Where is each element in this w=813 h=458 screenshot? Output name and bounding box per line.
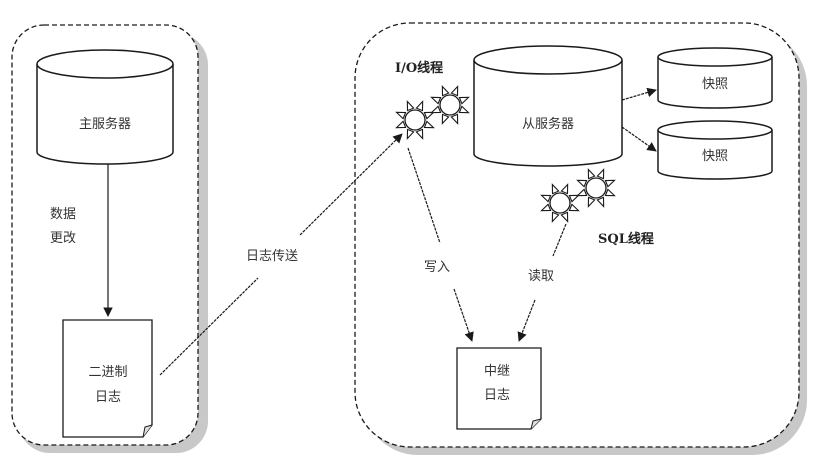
gear-ray	[441, 113, 450, 125]
data-change-label-line2: 更改	[50, 231, 76, 246]
snapshot-1[interactable]: 快照	[657, 47, 773, 109]
gear-ray	[604, 188, 616, 197]
gear-ray	[415, 128, 424, 140]
gear-ray	[576, 179, 588, 188]
master-server[interactable]: 主服务器	[36, 49, 174, 165]
gear-ray	[423, 120, 435, 129]
gear-ray	[587, 168, 596, 180]
slave-server[interactable]: 从服务器	[473, 45, 623, 167]
gear-core	[404, 109, 426, 131]
sql-thread-gears[interactable]	[540, 168, 616, 223]
snapshot-2[interactable]: 快照	[657, 120, 773, 180]
gear-ray	[458, 96, 470, 105]
sql-gear-icon-1	[540, 183, 580, 223]
relay-log[interactable]: 中继 日志	[456, 347, 542, 430]
snapshot-2-label: 快照	[702, 149, 728, 164]
gear-ray	[441, 85, 450, 97]
sql-thread-label: SQL线程	[598, 231, 654, 247]
gear-ray	[604, 179, 616, 188]
sql-gear-icon-2	[576, 168, 616, 208]
snapshot-2-arrow	[621, 126, 657, 152]
gear-ray	[551, 211, 560, 223]
read-label: 读取	[528, 269, 554, 284]
gear-ray	[415, 100, 424, 112]
gear-ray	[458, 105, 470, 114]
binary-log[interactable]: 二进制 日志	[62, 319, 153, 438]
gear-ray	[430, 105, 442, 114]
binary-log-label-line1: 二进制	[88, 365, 127, 380]
write-arrow	[407, 147, 474, 342]
snapshot-1-label: 快照	[702, 77, 728, 92]
snapshot-1-arrow	[621, 87, 657, 101]
io-gear-icon-2	[430, 85, 470, 125]
io-thread-gears[interactable]	[395, 85, 470, 140]
gear-ray	[587, 196, 596, 208]
master-server-label: 主服务器	[79, 116, 131, 132]
gear-ray	[395, 111, 407, 120]
gear-ray	[568, 203, 580, 212]
slave-server-label: 从服务器	[522, 116, 574, 132]
gear-ray	[540, 203, 552, 212]
write-label: 写入	[424, 260, 450, 275]
io-thread-label: I/O线程	[395, 60, 443, 76]
gear-core	[585, 177, 607, 199]
gear-ray	[450, 85, 459, 97]
gear-ray	[430, 96, 442, 105]
log-shipping-label: 日志传送	[246, 249, 298, 264]
gear-ray	[406, 100, 415, 112]
gear-ray	[560, 211, 569, 223]
gear-ray	[596, 168, 605, 180]
gear-ray	[551, 183, 560, 195]
io-gear-icon-1	[395, 100, 435, 140]
gear-core	[549, 192, 571, 214]
log-shipping-arrow	[159, 133, 403, 376]
gear-ray	[395, 120, 407, 129]
gear-ray	[423, 111, 435, 120]
gear-ray	[540, 194, 552, 203]
gear-ray	[596, 196, 605, 208]
read-arrow	[517, 223, 567, 342]
gear-ray	[450, 113, 459, 125]
gear-ray	[568, 194, 580, 203]
binary-log-label-line2: 日志	[95, 390, 121, 405]
gear-ray	[406, 128, 415, 140]
relay-log-label-line1: 中继	[484, 364, 510, 379]
gear-ray	[576, 188, 588, 197]
relay-log-label-line2: 日志	[484, 388, 510, 403]
data-change-label-line1: 数据	[50, 207, 76, 222]
gear-core	[439, 94, 461, 116]
gear-ray	[560, 183, 569, 195]
